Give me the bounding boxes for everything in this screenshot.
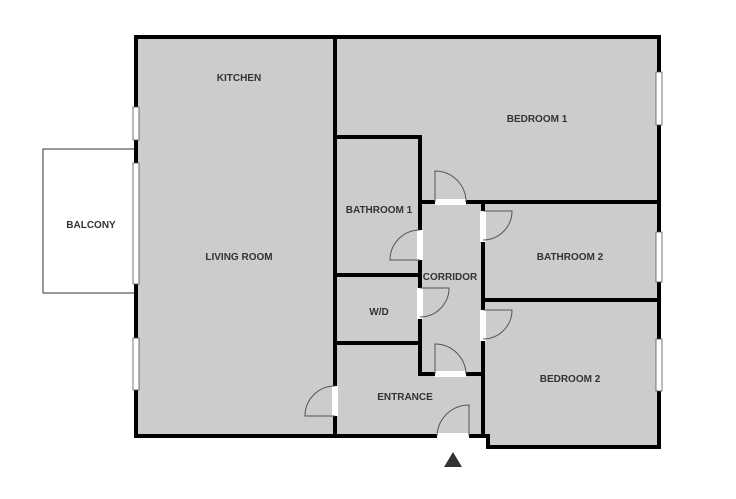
door-bathroom-2[interactable]: [480, 210, 513, 242]
room-label-bedroom-1: BEDROOM 1: [507, 114, 568, 125]
room-label-balcony: BALCONY: [66, 220, 116, 231]
room-label-bedroom-2: BEDROOM 2: [540, 374, 601, 385]
room-label-kitchen: KITCHEN: [217, 73, 261, 84]
room-label-bathroom-1: BATHROOM 1: [346, 205, 413, 216]
floor: [136, 37, 659, 447]
door-bedroom-2[interactable]: [480, 309, 513, 341]
room-label-entrance: ENTRANCE: [377, 392, 433, 403]
door-wd[interactable]: [417, 287, 450, 319]
door-bedroom-1[interactable]: [434, 170, 467, 205]
windows: [132, 71, 663, 392]
room-label-bathroom-2: BATHROOM 2: [537, 252, 604, 263]
door-bathroom-1[interactable]: [389, 229, 423, 261]
triangle-up-icon: [444, 452, 462, 467]
balcony-area: [42, 148, 137, 294]
room-label-wd: W/D: [369, 307, 388, 318]
door-corridor-entrance[interactable]: [434, 343, 467, 377]
room-label-living-room: LIVING ROOM: [205, 252, 272, 263]
door-front[interactable]: [436, 404, 470, 439]
outer-wall: [134, 35, 661, 449]
door-living-room[interactable]: [304, 385, 338, 417]
room-label-corridor: CORRIDOR: [423, 272, 478, 283]
